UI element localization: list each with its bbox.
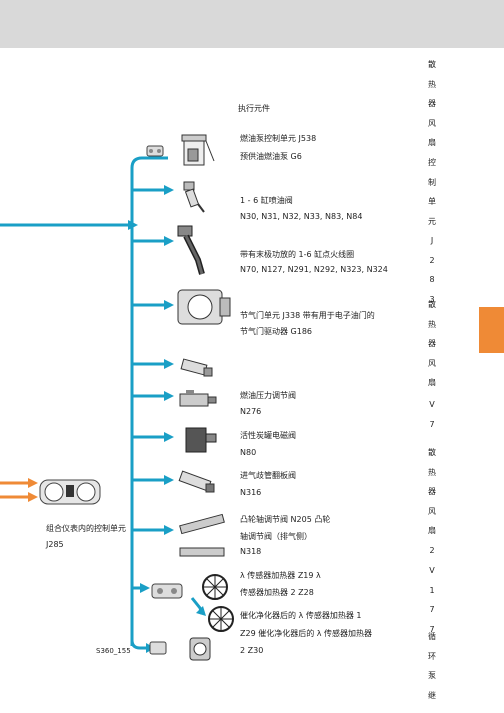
item-label: 活性炭罐电磁阀	[240, 431, 296, 440]
sidebar-col7: 循环泵继	[425, 632, 439, 710]
sidebar-char: 器	[428, 487, 436, 497]
valve-icon-1	[180, 358, 213, 377]
flap-valve-icon	[178, 470, 215, 493]
item-label: 1 - 6 缸喷油阀	[240, 196, 293, 205]
item-label: 2 Z30	[240, 646, 264, 655]
pump-icon-bottom	[189, 637, 211, 661]
sidebar-char: 热	[428, 319, 436, 329]
ignition-coil-icon	[177, 225, 205, 275]
relay-icon-bottom	[149, 641, 167, 655]
item-label: 燃油泵控制单元 J538	[240, 134, 317, 143]
sidebar-char: 2	[429, 545, 435, 555]
item-label: 燃油压力调节阀	[240, 391, 296, 400]
sidebar-char: 散	[428, 300, 436, 309]
sidebar-char: 热	[428, 79, 436, 89]
item-label: N80	[240, 448, 257, 457]
sidebar-char: 2	[429, 255, 435, 265]
item-label: λ 传感器加热器 Z19 λ	[240, 571, 321, 580]
sidebar-char: 1	[429, 585, 435, 595]
sidebar-col6: V 1 7 7	[425, 566, 439, 644]
sidebar-char: 风	[428, 506, 436, 516]
sidebar-char: 器	[428, 339, 436, 349]
sidebar-char: 循	[428, 632, 436, 641]
sidebar-char: 环	[428, 651, 436, 661]
sidebar-col2: J 2 8 3	[425, 236, 439, 314]
sidebar-char: 泵	[428, 671, 436, 681]
sidebar-char: J	[430, 236, 434, 245]
sidebar-char: 器	[428, 99, 436, 109]
fuel-pump-icon	[181, 134, 215, 166]
figure-code: S360_155	[96, 647, 131, 655]
sidebar-char: 控	[428, 157, 436, 167]
section-title: 执行元件	[238, 104, 270, 113]
sidebar-char: 继	[428, 690, 436, 700]
throttle-body-icon	[177, 289, 231, 325]
sidebar-char: 扇	[428, 378, 436, 388]
item-label: N316	[240, 488, 262, 497]
lambda-sensor-icon-2	[208, 606, 234, 632]
sidebar-char: 散	[428, 60, 436, 69]
branch-bottom	[130, 639, 148, 650]
item-label: Z29 催化净化器后的 λ 传感器加热器	[240, 629, 373, 638]
item-label: 预供油燃油泵 G6	[240, 152, 302, 161]
item-label: 传感器加热器 2 Z28	[240, 588, 314, 597]
sidebar-col5: 散热器风扇 2	[425, 448, 439, 566]
item-label: 节气门驱动器 G186	[240, 327, 313, 336]
sidebar-char: 制	[428, 177, 436, 187]
sidebar-char: 7	[429, 419, 435, 429]
lambda-sensor-icon-1	[202, 574, 228, 600]
solenoid-valve-icon	[185, 427, 217, 453]
sidebar-char: 7	[429, 605, 435, 615]
sidebar-char: V	[429, 400, 435, 409]
relay-icon-top	[146, 145, 164, 157]
branch-top	[130, 156, 168, 169]
item-label: N30, N31, N32, N33, N83, N84	[240, 212, 363, 221]
sidebar-char: 扇	[428, 138, 436, 148]
item-label: 节气门单元 J338 带有用于电子油门的	[240, 311, 375, 320]
header-band	[0, 0, 504, 48]
item-label: 带有末极功放的 1-6 缸点火线圈	[240, 250, 355, 259]
item-label: 凸轮轴调节阀 N205 凸轮	[240, 515, 331, 524]
sidebar-char: 热	[428, 467, 436, 477]
dashboard-label: 组合仪表内的控制单元	[46, 524, 126, 533]
sidebar-char: 7	[429, 624, 435, 634]
sidebar-char: 元	[428, 216, 436, 226]
sidebar-char: 单	[428, 197, 436, 207]
item-label: 轴调节阀（排气侧）	[240, 532, 312, 541]
item-label: N70, N127, N291, N292, N323, N324	[240, 265, 388, 274]
relay-icon-lambda	[151, 583, 183, 599]
camshaft-valve-icon	[179, 513, 225, 557]
injector-icon	[183, 181, 205, 213]
item-label: 进气歧管翻板阀	[240, 471, 296, 480]
item-label: N318	[240, 547, 262, 556]
sidebar-char: 扇	[428, 526, 436, 536]
arrowheads	[128, 185, 206, 653]
sidebar-char: 8	[429, 275, 435, 285]
sidebar-char: 风	[428, 358, 436, 368]
item-label: N276	[240, 407, 262, 416]
orange-arrows	[0, 478, 38, 502]
sidebar-char: V	[429, 566, 435, 575]
pressure-valve-icon	[179, 390, 217, 407]
sidebar-char: 3	[429, 294, 435, 304]
sidebar-col3: 散热器风扇	[425, 300, 439, 398]
dashboard-label: J285	[46, 540, 64, 549]
sidebar-char: 散	[428, 448, 436, 457]
sidebar-char: 风	[428, 118, 436, 128]
item-label: 催化净化器后的 λ 传感器加热器 1	[240, 611, 362, 620]
instrument-cluster-icon	[39, 479, 101, 505]
chapter-tab	[479, 307, 504, 353]
sidebar-col1: 散热器风扇控制单元	[425, 60, 439, 236]
